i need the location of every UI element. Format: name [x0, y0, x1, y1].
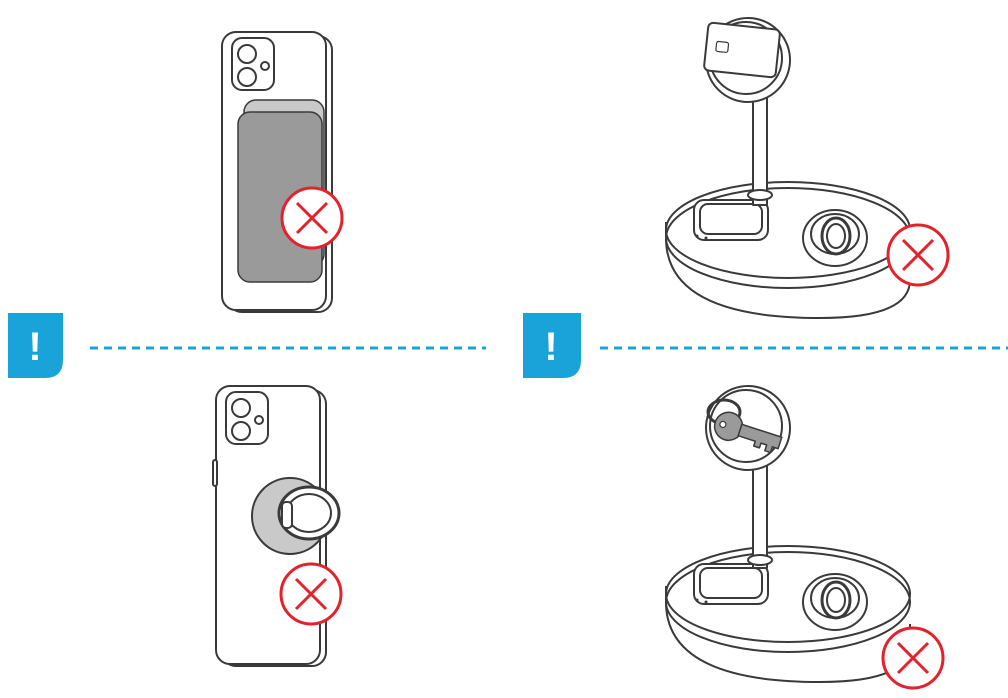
camera-lens-top	[237, 44, 257, 64]
indicator-dot	[704, 600, 708, 604]
ring-holder-hinge	[281, 501, 293, 529]
phone-with-card-wallet-illustration	[221, 31, 333, 313]
earbuds-pad-inner	[699, 203, 763, 235]
stand-foot	[747, 189, 773, 201]
camera-lens-top	[231, 398, 251, 418]
prohibited-icon	[881, 626, 945, 690]
ring-object-inner	[826, 587, 846, 613]
camera-lens-bottom	[237, 67, 257, 87]
indicator-dot	[704, 236, 708, 240]
indicator-dot	[695, 598, 699, 602]
card-chip	[715, 40, 730, 53]
key-icon	[713, 411, 783, 454]
prohibited-icon	[279, 562, 343, 626]
charger-with-keys-illustration	[665, 385, 911, 683]
prohibited-icon	[280, 186, 344, 250]
stand-foot	[747, 554, 773, 566]
warning-badge-left: !	[8, 313, 63, 378]
exclamation-icon: !	[28, 325, 41, 369]
earbuds-pad-inner	[699, 567, 763, 599]
prohibited-icon	[886, 223, 950, 287]
camera-flash	[254, 415, 264, 425]
credit-card	[703, 21, 781, 79]
ring-holder-ring-inner	[286, 493, 332, 533]
charger-with-card-illustration	[665, 17, 911, 319]
camera-lens-bottom	[231, 421, 251, 441]
indicator-dot	[695, 234, 699, 238]
ring-object-inner	[826, 223, 846, 249]
charger-stand-pole	[752, 94, 768, 206]
side-button	[212, 459, 218, 487]
warning-badge-shape	[523, 313, 581, 378]
warning-badge-shape	[8, 313, 63, 378]
warning-badge-right: !	[523, 313, 581, 378]
camera-flash	[260, 61, 270, 71]
charger-stand-pole	[752, 459, 768, 569]
exclamation-icon: !	[544, 325, 557, 369]
charger-base-rim	[665, 551, 911, 653]
